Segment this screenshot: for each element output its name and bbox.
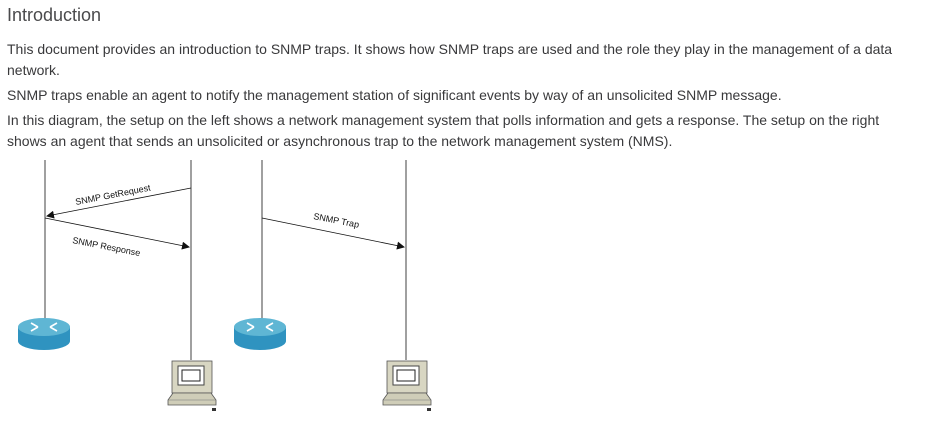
response-arrow bbox=[44, 217, 190, 250]
trap-setup: SNMP Trap bbox=[234, 160, 432, 411]
intro-paragraph: This document provides an introduction t… bbox=[7, 41, 893, 78]
computer-icon bbox=[167, 360, 217, 411]
traps-paragraph: SNMP traps enable an agent to notify the… bbox=[7, 87, 782, 103]
router-icon bbox=[18, 318, 70, 350]
diagram-description-paragraph: In this diagram, the setup on the left s… bbox=[7, 112, 880, 149]
computer-icon bbox=[382, 360, 432, 411]
section-heading: Introduction bbox=[7, 5, 102, 25]
get-request-arrow bbox=[46, 187, 192, 219]
trap-arrow bbox=[261, 217, 405, 250]
response-label: SNMP Response bbox=[72, 235, 142, 258]
trap-label: SNMP Trap bbox=[313, 211, 360, 230]
router-icon bbox=[234, 318, 286, 350]
snmp-diagram: SNMP GetRequest SNMP Response SNMP Trap bbox=[18, 160, 432, 411]
polling-setup: SNMP GetRequest SNMP Response bbox=[18, 160, 217, 411]
